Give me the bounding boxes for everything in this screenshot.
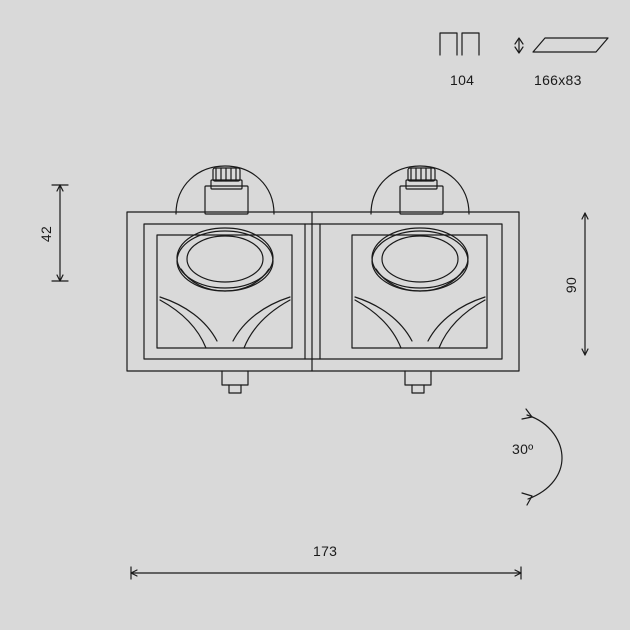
- label-width-173: 173: [313, 543, 338, 559]
- mount-tab-left: [221, 370, 249, 394]
- dimension-height-42: [51, 184, 69, 282]
- label-cutout-size: 166x83: [534, 72, 582, 88]
- label-height-42: 42: [38, 225, 55, 243]
- dimension-width-173: [130, 566, 522, 580]
- mount-tab-right: [404, 370, 432, 394]
- cavity-right: [351, 234, 488, 349]
- cavity-left: [156, 234, 293, 349]
- spring-clip-left: [204, 167, 249, 215]
- label-cutout-depth: 104: [450, 72, 475, 88]
- lamp-right: [371, 227, 469, 292]
- lamp-left: [176, 227, 274, 292]
- rear-housing-left: [175, 165, 275, 215]
- fixture-front-view: [126, 165, 520, 394]
- dimension-depth-90: [581, 212, 589, 356]
- spring-clip-right: [399, 167, 444, 215]
- tilt-arrow-icon: [521, 408, 563, 506]
- rear-housing-right: [370, 165, 470, 215]
- cutout-parallelogram-icon: [514, 37, 609, 54]
- label-depth-90: 90: [563, 276, 580, 294]
- label-tilt-angle: 30º: [512, 441, 534, 457]
- step-profile-icon: [439, 32, 480, 56]
- bezel-outer: [126, 211, 520, 372]
- bezel-inner: [143, 223, 503, 360]
